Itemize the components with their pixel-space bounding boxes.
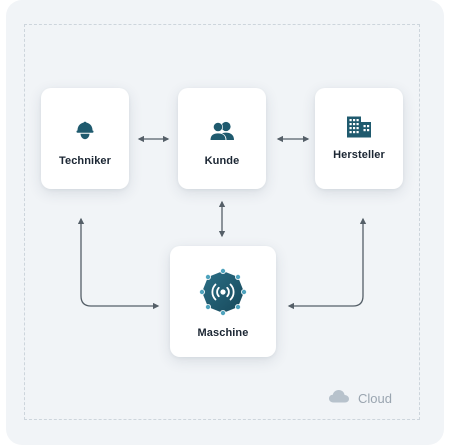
connector-techniker-maschine: [77, 217, 160, 310]
node-label: Techniker: [58, 155, 112, 167]
building-icon: [345, 115, 373, 139]
node-label: Kunde: [204, 155, 240, 167]
cloud-boundary: [24, 24, 420, 420]
node-maschine[interactable]: Maschine: [170, 246, 276, 357]
cloud-icon: [328, 389, 350, 408]
hardhat-worker-icon: [73, 119, 97, 143]
node-techniker[interactable]: Techniker: [41, 88, 129, 189]
machine-sensor-icon: [197, 268, 249, 316]
cloud-legend: Cloud: [328, 389, 392, 408]
cloud-label: Cloud: [358, 391, 392, 406]
node-label: Hersteller: [333, 149, 385, 161]
connector-hersteller-maschine: [287, 217, 367, 310]
users-icon: [206, 119, 238, 143]
node-hersteller[interactable]: Hersteller: [315, 88, 403, 189]
node-kunde[interactable]: Kunde: [178, 88, 266, 189]
node-label: Maschine: [197, 327, 249, 339]
